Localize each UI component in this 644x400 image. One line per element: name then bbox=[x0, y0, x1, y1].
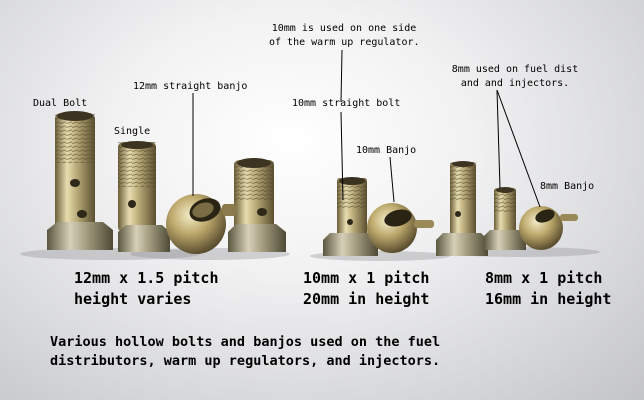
label-10mm-used-line1: 10mm is used on one side bbox=[271, 23, 417, 34]
spec-8mm-height: 16mm in height bbox=[485, 290, 612, 308]
label-10mm-straight-bolt: 10mm straight bolt bbox=[292, 98, 401, 109]
banjo-10mm bbox=[367, 203, 434, 253]
spec-8mm-pitch: 8mm x 1 pitch bbox=[485, 269, 603, 287]
caption-line1: Various hollow bolts and banjos used on … bbox=[50, 334, 441, 350]
label-8mm-used-line2: and and injectors. bbox=[460, 78, 570, 89]
label-single: Single bbox=[114, 126, 151, 137]
straight-banjo-12mm bbox=[166, 194, 226, 254]
label-8mm-banjo: 8mm Banjo bbox=[540, 181, 595, 192]
bolt-10mm-right bbox=[436, 161, 488, 256]
spec-10mm: 10mm x 1 pitch 20mm in height bbox=[303, 268, 429, 310]
single-bolt bbox=[118, 141, 170, 252]
spec-10mm-pitch: 10mm x 1 pitch bbox=[303, 269, 430, 287]
pointer-lines bbox=[192, 49, 541, 208]
banjo-8mm bbox=[519, 206, 578, 250]
label-dual-bolt: Dual Bolt bbox=[33, 98, 88, 109]
straight-bolt-10mm bbox=[323, 177, 378, 256]
label-8mm-used-line1: 8mm used on fuel dist bbox=[451, 64, 579, 75]
bolt-12mm-right bbox=[222, 158, 286, 252]
label-10mm-banjo: 10mm Banjo bbox=[356, 145, 417, 156]
label-10mm-used-line2: of the warm up regulator. bbox=[269, 37, 420, 48]
label-12mm-straight-banjo: 12mm straight banjo bbox=[133, 81, 248, 92]
spec-10mm-height: 20mm in height bbox=[303, 290, 430, 308]
dual-bolt bbox=[47, 111, 113, 250]
caption: Various hollow bolts and banjos used on … bbox=[50, 333, 440, 371]
spec-12mm: 12mm x 1.5 pitch height varies bbox=[74, 268, 219, 310]
spec-12mm-height: height varies bbox=[74, 290, 192, 308]
spec-12mm-pitch: 12mm x 1.5 pitch bbox=[74, 269, 219, 287]
caption-line2: distributors, warm up regulators, and in… bbox=[50, 353, 441, 369]
bolt-8mm bbox=[484, 187, 526, 250]
spec-8mm: 8mm x 1 pitch 16mm in height bbox=[485, 268, 611, 310]
